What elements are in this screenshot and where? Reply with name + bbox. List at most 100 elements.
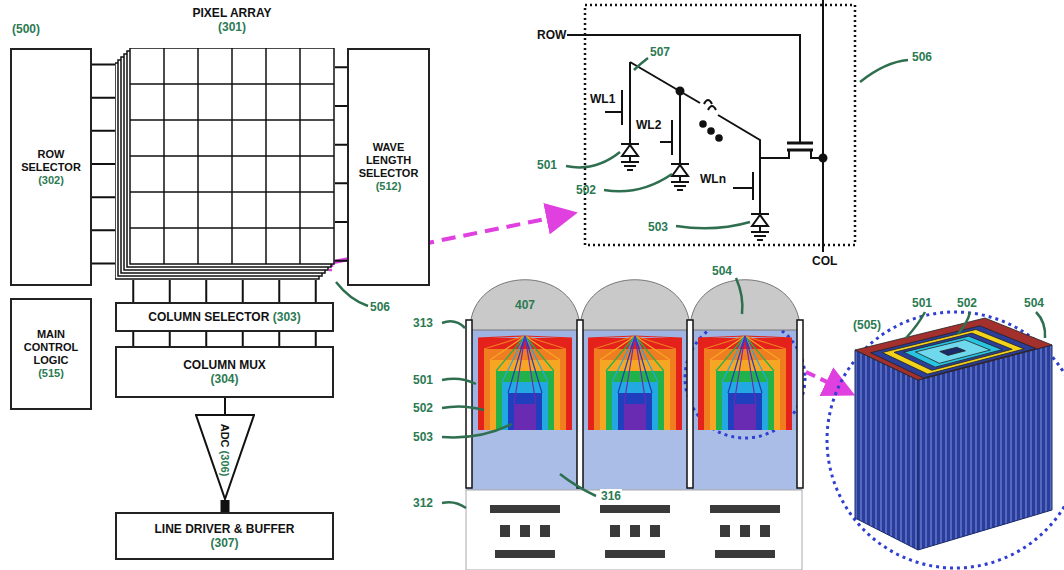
light-ray [508, 336, 542, 393]
photodiode-symbol [621, 140, 639, 170]
callout-number: 502 [413, 401, 433, 415]
grid-line [130, 227, 334, 229]
light-ray [514, 336, 536, 404]
node-label: COLUMN SELECTOR [148, 310, 269, 324]
photodiode-layer [734, 404, 756, 430]
pixel-layer [130, 48, 334, 264]
microlens [470, 280, 580, 330]
adc-triangle: ADC (306) [195, 414, 255, 500]
metal-via [520, 525, 530, 537]
metal-line [710, 505, 780, 513]
light-ray [728, 336, 762, 393]
node-text: LINE DRIVER & BUFFER(307) [154, 522, 294, 550]
callout-number: (307) [154, 536, 294, 550]
callout-number: 507 [650, 45, 670, 59]
microlens [690, 280, 800, 330]
bus-connector [92, 65, 115, 264]
bus-connector [221, 500, 230, 512]
node-label: COLUMN MUX [183, 358, 266, 372]
node-label: LINE DRIVER & BUFFER [154, 522, 294, 536]
light-ray [502, 336, 548, 382]
light-ray [716, 336, 774, 371]
light-ray [612, 336, 658, 382]
photodiode-layer [490, 360, 560, 430]
photodiode-layer [496, 371, 554, 430]
leader-lines [336, 58, 1045, 508]
callout-number: 407 [515, 298, 535, 312]
node-label: MAIN CONTROL LOGIC [12, 328, 90, 367]
trench-isolation [466, 320, 472, 488]
row-selector-box: ROW SELECTOR(302) [10, 48, 92, 286]
photodiode-layer [484, 349, 566, 430]
photodiode-layer [624, 404, 646, 430]
pixel-schematic [567, 0, 855, 252]
callout-number: 503 [648, 220, 668, 234]
metal-via [650, 525, 660, 537]
metal-via [500, 525, 510, 537]
bus-connector [133, 332, 316, 346]
callout-number: 502 [957, 296, 977, 310]
photodiode-layer [618, 393, 652, 430]
callout-number: (512) [349, 180, 428, 193]
photodiode-layer [710, 360, 780, 430]
pixel-grid [115, 48, 335, 280]
callout-number: 503 [413, 430, 433, 444]
bus-connector [224, 398, 226, 414]
metal-via [720, 525, 730, 537]
photodiode-layer [728, 393, 762, 430]
photodiode-layer [716, 371, 774, 430]
metal-line [495, 550, 555, 558]
callout-number: (303) [273, 310, 301, 324]
photodiode-symbol [671, 160, 689, 190]
photodiode-layer [514, 404, 536, 430]
metal-via [740, 525, 750, 537]
callout-number: 506 [370, 300, 390, 314]
photodiode-symbol [751, 210, 769, 240]
signal-name: ROW [537, 28, 566, 42]
photodiode-layer [588, 338, 682, 430]
signal-name: WL2 [636, 118, 661, 132]
trench-isolation [687, 320, 693, 488]
stack-side [918, 345, 1052, 550]
wavelength-selector-box: WAVE LENGTH SELECTOR(512) [347, 48, 430, 286]
metal-line [490, 505, 560, 513]
node-text: PIXEL ARRAY(301) [130, 6, 334, 34]
light-ray [624, 336, 646, 404]
stack-layer [915, 340, 990, 364]
signal-name: WLn [700, 172, 726, 186]
photodiode-stack-3d [827, 312, 1064, 568]
callout-number: (515) [12, 367, 90, 380]
photodiode-layer [508, 393, 542, 430]
callout-number: (505) [852, 318, 882, 332]
trench-isolation [577, 320, 583, 488]
callout-number: (306) [219, 451, 231, 477]
stack-layer [882, 329, 1024, 374]
stack-layer [871, 326, 1036, 378]
callout-number: 501 [413, 373, 433, 387]
callout-number: 506 [912, 50, 932, 64]
stack-side [855, 350, 918, 550]
bus-connector [133, 280, 316, 302]
callout-number: (304) [183, 372, 266, 386]
node-text: COLUMN MUX(304) [183, 358, 266, 386]
column-mux-box: COLUMN MUX(304) [115, 346, 334, 398]
metal-via [610, 525, 620, 537]
callout-number: 312 [413, 496, 433, 510]
metal-line [715, 550, 775, 558]
line-driver-box: LINE DRIVER & BUFFER(307) [115, 512, 334, 560]
grid-line [265, 48, 267, 264]
grid-line [130, 155, 334, 157]
column-selector-box: COLUMN SELECTOR (303) [115, 302, 334, 332]
signal-name: COL [812, 254, 837, 268]
node-text: ROW SELECTOR(302) [12, 148, 90, 187]
callout-number: 501 [912, 296, 932, 310]
callout-number: (302) [12, 174, 90, 187]
node-text: MAIN CONTROL LOGIC(515) [12, 328, 90, 380]
metal-line [605, 550, 665, 558]
callout-number: 502 [576, 183, 596, 197]
node-label: WAVE LENGTH SELECTOR [349, 141, 428, 180]
grid-line [299, 48, 301, 264]
stack-layer [855, 318, 1052, 380]
callout-number: 316 [600, 489, 622, 503]
photodiode-layer [698, 338, 792, 430]
